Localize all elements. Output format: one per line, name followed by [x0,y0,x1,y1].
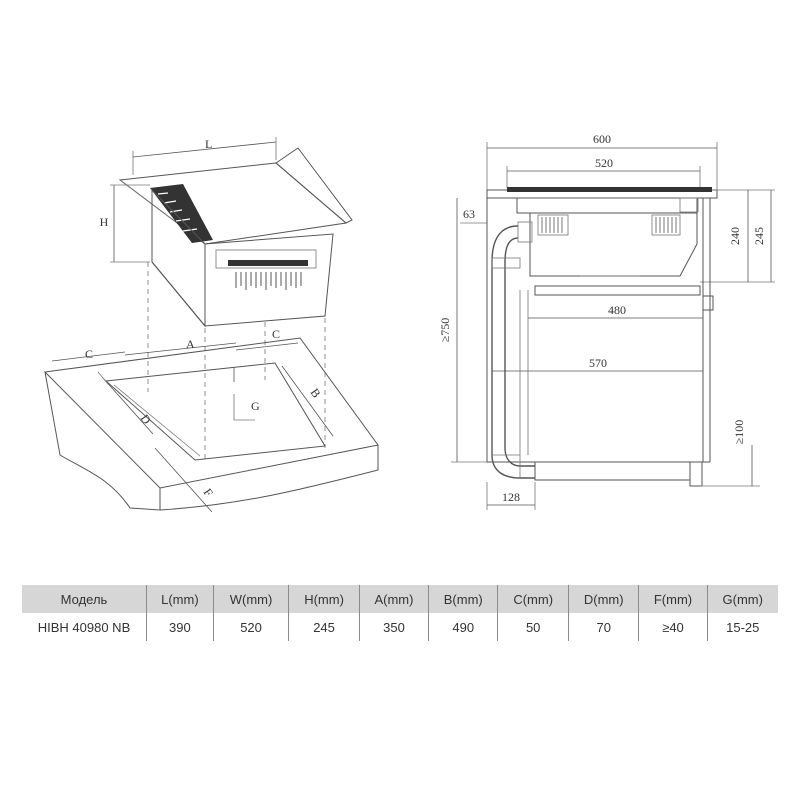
dim-750: ≥750 [438,318,452,343]
header-w: W(mm) [213,585,290,613]
dim-245: 245 [752,227,766,245]
dim-570: 570 [589,356,607,370]
dim-480: 480 [608,303,626,317]
cell-b: 490 [428,613,499,641]
cell-c: 50 [497,613,569,641]
label-G: G [251,399,260,413]
spec-table-header-row: Модель L(mm) W(mm) H(mm) A(mm) B(mm) C(m… [22,585,778,613]
dim-520: 520 [595,156,613,170]
cell-w: 520 [213,613,290,641]
cell-l: 390 [146,613,214,641]
dim-100: ≥100 [732,420,746,445]
label-B: B [308,386,324,401]
header-c: C(mm) [497,585,569,613]
installation-diagram: L H [43,132,775,513]
cell-model: HIBH 40980 NB [22,613,147,641]
header-h: H(mm) [288,585,360,613]
table-row: HIBH 40980 NB 390 520 245 350 490 50 70 … [22,613,778,641]
header-d: D(mm) [568,585,640,613]
cell-h: 245 [288,613,360,641]
cell-a: 350 [359,613,430,641]
label-F: F [201,486,216,500]
header-a: A(mm) [359,585,430,613]
isometric-view: L H [43,137,379,513]
cell-f: ≥40 [638,613,708,641]
header-model: Модель [22,585,147,613]
spec-table: Модель L(mm) W(mm) H(mm) A(mm) B(mm) C(m… [22,585,778,641]
label-A: A [186,337,195,351]
header-l: L(mm) [146,585,214,613]
dim-240: 240 [728,227,742,245]
label-D: D [138,412,155,427]
cell-d: 70 [568,613,640,641]
dim-128: 128 [502,490,520,504]
label-C-right: C [272,327,280,341]
label-H: H [100,215,109,229]
header-f: F(mm) [638,585,708,613]
cell-g: 15-25 [726,619,760,635]
dim-63: 63 [463,207,475,221]
label-L: L [205,137,212,151]
dim-600: 600 [593,132,611,146]
header-b: B(mm) [428,585,499,613]
label-C-left: C [85,347,93,361]
side-view: 600 520 63 240 245 [438,132,775,510]
header-g: G(mm) [722,591,763,607]
